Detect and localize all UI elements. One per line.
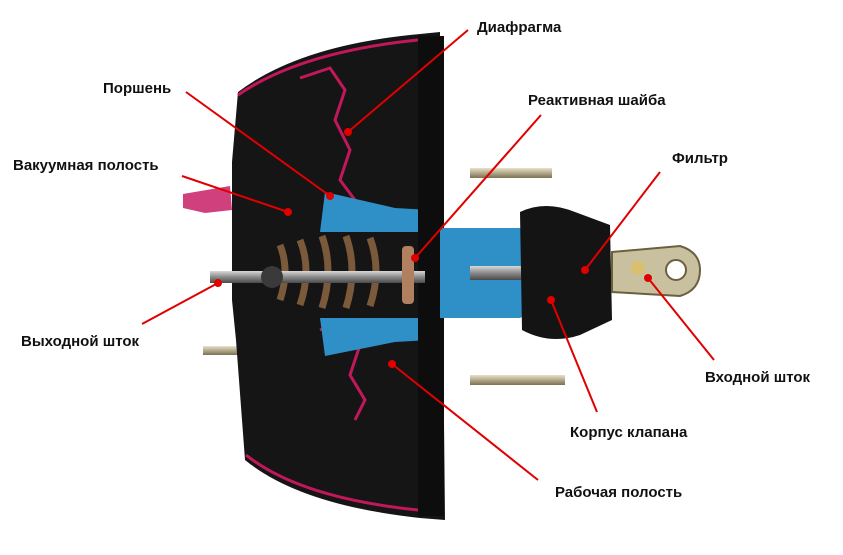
leader-reaction-washer (414, 114, 542, 259)
label-reaction-washer: Реактивная шайба (528, 92, 666, 109)
input-clevis (611, 244, 702, 298)
label-working-chamber: Рабочая полость (555, 484, 683, 501)
piston-body-lower (320, 318, 430, 356)
piston-body (320, 192, 430, 232)
leader-working-chamber (391, 363, 539, 481)
leader-valve-body (550, 299, 598, 413)
label-piston: Поршень (103, 80, 172, 97)
rod-nut (261, 266, 283, 288)
filter-boot (520, 206, 612, 339)
housing-seal-outline (237, 38, 419, 512)
diaphragm-shape (299, 66, 357, 201)
leader-piston (185, 91, 331, 197)
leader-vacuum-chamber (181, 175, 289, 213)
leader-dots (214, 128, 652, 368)
label-valve-body: Корпус клапана (570, 424, 688, 441)
leader-filter (584, 171, 661, 271)
clevis-pin (631, 261, 645, 275)
label-vacuum-chamber: Вакуумная полость (13, 157, 159, 174)
leader-output-rod (141, 282, 219, 325)
vacuum-fitting (183, 186, 232, 213)
label-input-rod: Входной шток (705, 369, 811, 386)
leader-input-rod (647, 277, 715, 361)
reaction-washer-shape (402, 246, 414, 304)
leader-lines (141, 29, 715, 481)
label-output-rod: Выходной шток (21, 333, 140, 350)
label-filter: Фильтр (672, 150, 728, 167)
output-rod-shape (210, 271, 425, 283)
clevis-hole (665, 259, 687, 281)
label-diaphragm: Диафрагма (477, 19, 562, 36)
leader-diaphragm (347, 29, 469, 133)
mounting-studs (203, 168, 565, 385)
